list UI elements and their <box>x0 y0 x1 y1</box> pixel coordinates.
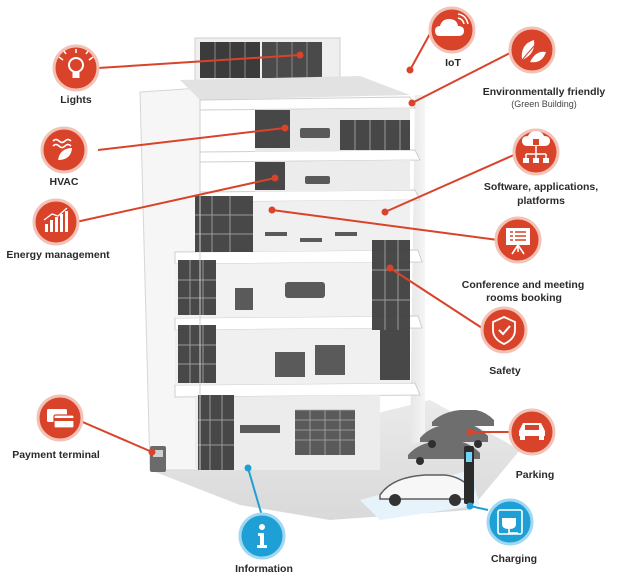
payment-card-icon <box>36 394 84 442</box>
label-environmentally-friendly: Environmentally friendly <box>482 86 606 98</box>
label-conference-line1: Conference and meeting <box>461 279 585 291</box>
lightbulb-icon <box>52 44 100 92</box>
label-conference-line2: rooms booking <box>486 292 562 304</box>
label-software-line1: Software, applications, <box>483 181 599 193</box>
label-safety: Safety <box>489 365 521 377</box>
label-parking: Parking <box>515 469 555 481</box>
leaves-icon <box>508 26 556 74</box>
label-software-line2: platforms <box>517 195 565 207</box>
presentation-board-icon <box>494 216 542 264</box>
connector-dots <box>148 51 474 510</box>
building <box>139 37 425 472</box>
shield-icon <box>480 306 528 354</box>
label-iot: IoT <box>445 57 461 69</box>
hvac-icon <box>40 126 88 174</box>
energy-chart-icon <box>32 198 80 246</box>
car-icon <box>508 408 556 456</box>
network-chip-icon <box>512 128 560 176</box>
cloud-wifi-icon <box>428 6 476 54</box>
label-information: Information <box>235 563 293 575</box>
label-green-building: (Green Building) <box>511 99 577 109</box>
label-payment-terminal: Payment terminal <box>12 449 100 461</box>
info-icon <box>238 512 286 560</box>
cars <box>379 410 494 506</box>
ev-plug-icon <box>486 498 534 546</box>
connector-lines <box>75 29 517 517</box>
label-hvac: HVAC <box>49 176 79 188</box>
label-energy-management: Energy management <box>6 249 110 261</box>
label-charging: Charging <box>490 553 538 565</box>
label-lights: Lights <box>60 94 92 106</box>
